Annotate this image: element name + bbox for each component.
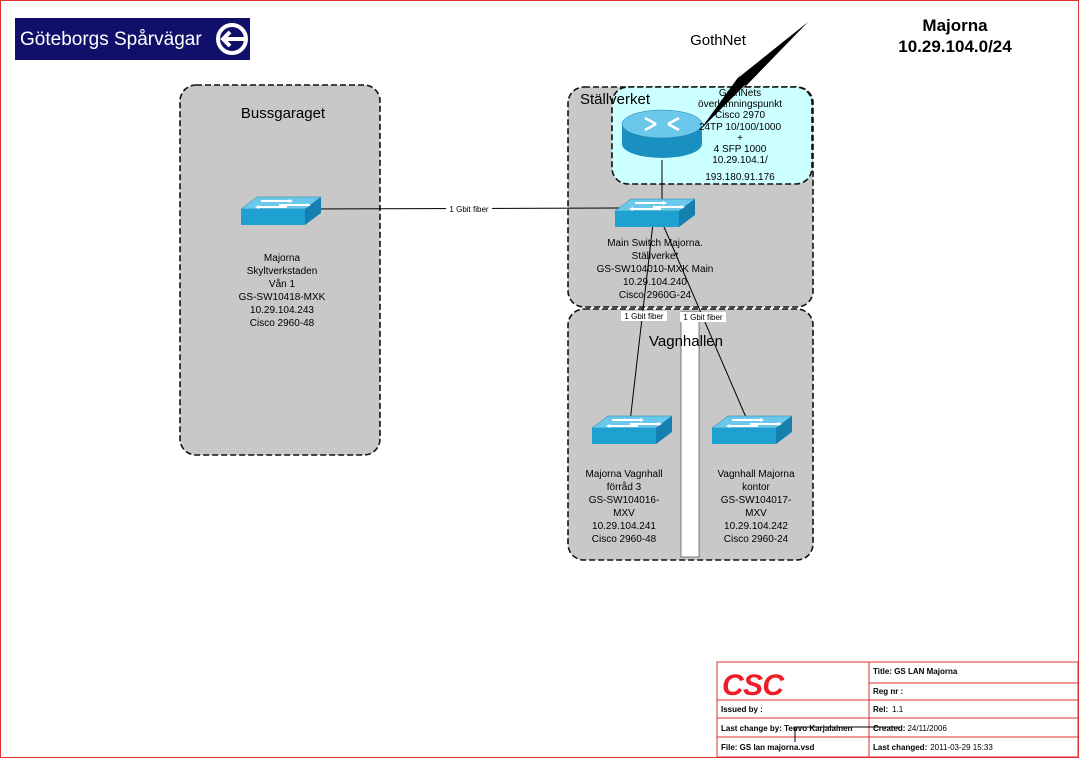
svg-text:GS-SW104016-: GS-SW104016- — [589, 495, 660, 506]
switch-vagnhall2-label: Vagnhall Majorna kontor GS-SW104017- MXV… — [717, 469, 795, 545]
svg-text:Vagnhall Majorna: Vagnhall Majorna — [717, 469, 795, 480]
svg-text:10.29.104.242: 10.29.104.242 — [724, 521, 788, 532]
switch-skylt-icon — [240, 196, 322, 226]
svg-text:Vån 1: Vån 1 — [269, 278, 296, 290]
svg-text:Majorna: Majorna — [264, 253, 301, 264]
switch-vagnhall2-icon — [711, 415, 793, 445]
svg-text:10.29.104.240: 10.29.104.240 — [623, 277, 687, 288]
svg-text:10.29.104.241: 10.29.104.241 — [592, 521, 656, 532]
csc-logo: CSC — [722, 669, 785, 702]
svg-text:MXV: MXV — [745, 508, 767, 519]
svg-text:Cisco 2960G-24: Cisco 2960G-24 — [619, 290, 692, 301]
svg-text:4 SFP 1000: 4 SFP 1000 — [714, 144, 767, 155]
link-label-vagnhall1: 1 Gbit fiber — [624, 312, 663, 321]
svg-text:Skyltverkstaden: Skyltverkstaden — [247, 266, 318, 277]
svg-text:GS-SW104010-MXK Main: GS-SW104010-MXK Main — [597, 264, 714, 275]
svg-text:24TP 10/100/1000: 24TP 10/100/1000 — [699, 122, 782, 133]
svg-text:193.180.91.176: 193.180.91.176 — [705, 172, 775, 183]
svg-text:Cisco 2960-24: Cisco 2960-24 — [724, 534, 789, 545]
svg-text:Ställverket: Ställverket — [632, 251, 679, 262]
svg-text:Cisco 2960-48: Cisco 2960-48 — [250, 318, 315, 329]
tb-created: Created:24/11/2006 — [873, 724, 947, 733]
site-title: Majorna — [922, 16, 988, 35]
zone-title-vagnhallen: Vagnhallen — [649, 333, 723, 350]
svg-text:MXV: MXV — [613, 508, 635, 519]
tb-rel: Rel:1.1 — [873, 705, 904, 714]
svg-text:Majorna Vagnhall: Majorna Vagnhall — [585, 469, 662, 480]
switch-vagnhall1-icon — [591, 415, 673, 445]
svg-text:Göteborgs Spårvägar: Göteborgs Spårvägar — [20, 29, 202, 50]
tb-title: Title: GS LAN Majorna — [873, 667, 958, 676]
zone-bussgaraget — [179, 84, 381, 456]
zone-title-bussgaraget: Bussgaraget — [241, 105, 326, 122]
tb-reg-nr: Reg nr : — [873, 687, 903, 696]
router-icon — [621, 109, 703, 158]
svg-text:+: + — [737, 133, 743, 144]
gothnet-label: GothNet — [690, 32, 747, 49]
tb-file: File: GS lan majorna.vsd — [721, 743, 814, 752]
svg-text:Cisco 2970: Cisco 2970 — [715, 110, 765, 121]
router-label: GothNets överlämningspunkt Cisco 2970 24… — [698, 88, 782, 183]
subnet-label: 10.29.104.0/24 — [898, 37, 1012, 56]
tb-last-change-by: Last change by: Teuvo Karjalainen — [721, 724, 853, 733]
svg-text:förråd 3: förråd 3 — [607, 481, 642, 493]
svg-text:GS-SW10418-MXK: GS-SW10418-MXK — [239, 292, 326, 303]
switch-main-label: Main Switch Majorna. Ställverket GS-SW10… — [597, 238, 714, 301]
svg-text:kontor: kontor — [742, 482, 770, 493]
zone-title-stallverket: Ställverket — [580, 91, 651, 108]
tb-last-changed: Last changed:2011-03-29 15:33 — [873, 743, 993, 752]
switch-skylt-label: Majorna Skyltverkstaden Vån 1 GS-SW10418… — [239, 253, 326, 329]
link-label-vagnhall2: 1 Gbit fiber — [683, 313, 722, 322]
title-block: CSC Title: GS LAN Majorna Reg nr : Issue… — [716, 661, 1079, 758]
svg-text:Main Switch Majorna.: Main Switch Majorna. — [607, 238, 703, 249]
switch-main-icon — [614, 198, 696, 228]
goteborgs-sparvagar-logo: Göteborgs Spårvägar — [15, 18, 250, 60]
svg-text:Cisco 2960-48: Cisco 2960-48 — [592, 534, 657, 545]
svg-text:10.29.104.243: 10.29.104.243 — [250, 305, 314, 316]
svg-text:GS-SW104017-: GS-SW104017- — [721, 495, 792, 506]
wan-lightning-icon — [700, 22, 808, 130]
tb-issued-by: Issued by : — [721, 705, 763, 714]
link-label-skylt: 1 Gbit fiber — [449, 205, 488, 214]
svg-text:överlämningspunkt: överlämningspunkt — [698, 99, 782, 110]
svg-text:10.29.104.1/: 10.29.104.1/ — [712, 155, 768, 166]
switch-vagnhall1-label: Majorna Vagnhall förråd 3 GS-SW104016- M… — [585, 469, 662, 545]
svg-text:GothNets: GothNets — [719, 88, 761, 99]
